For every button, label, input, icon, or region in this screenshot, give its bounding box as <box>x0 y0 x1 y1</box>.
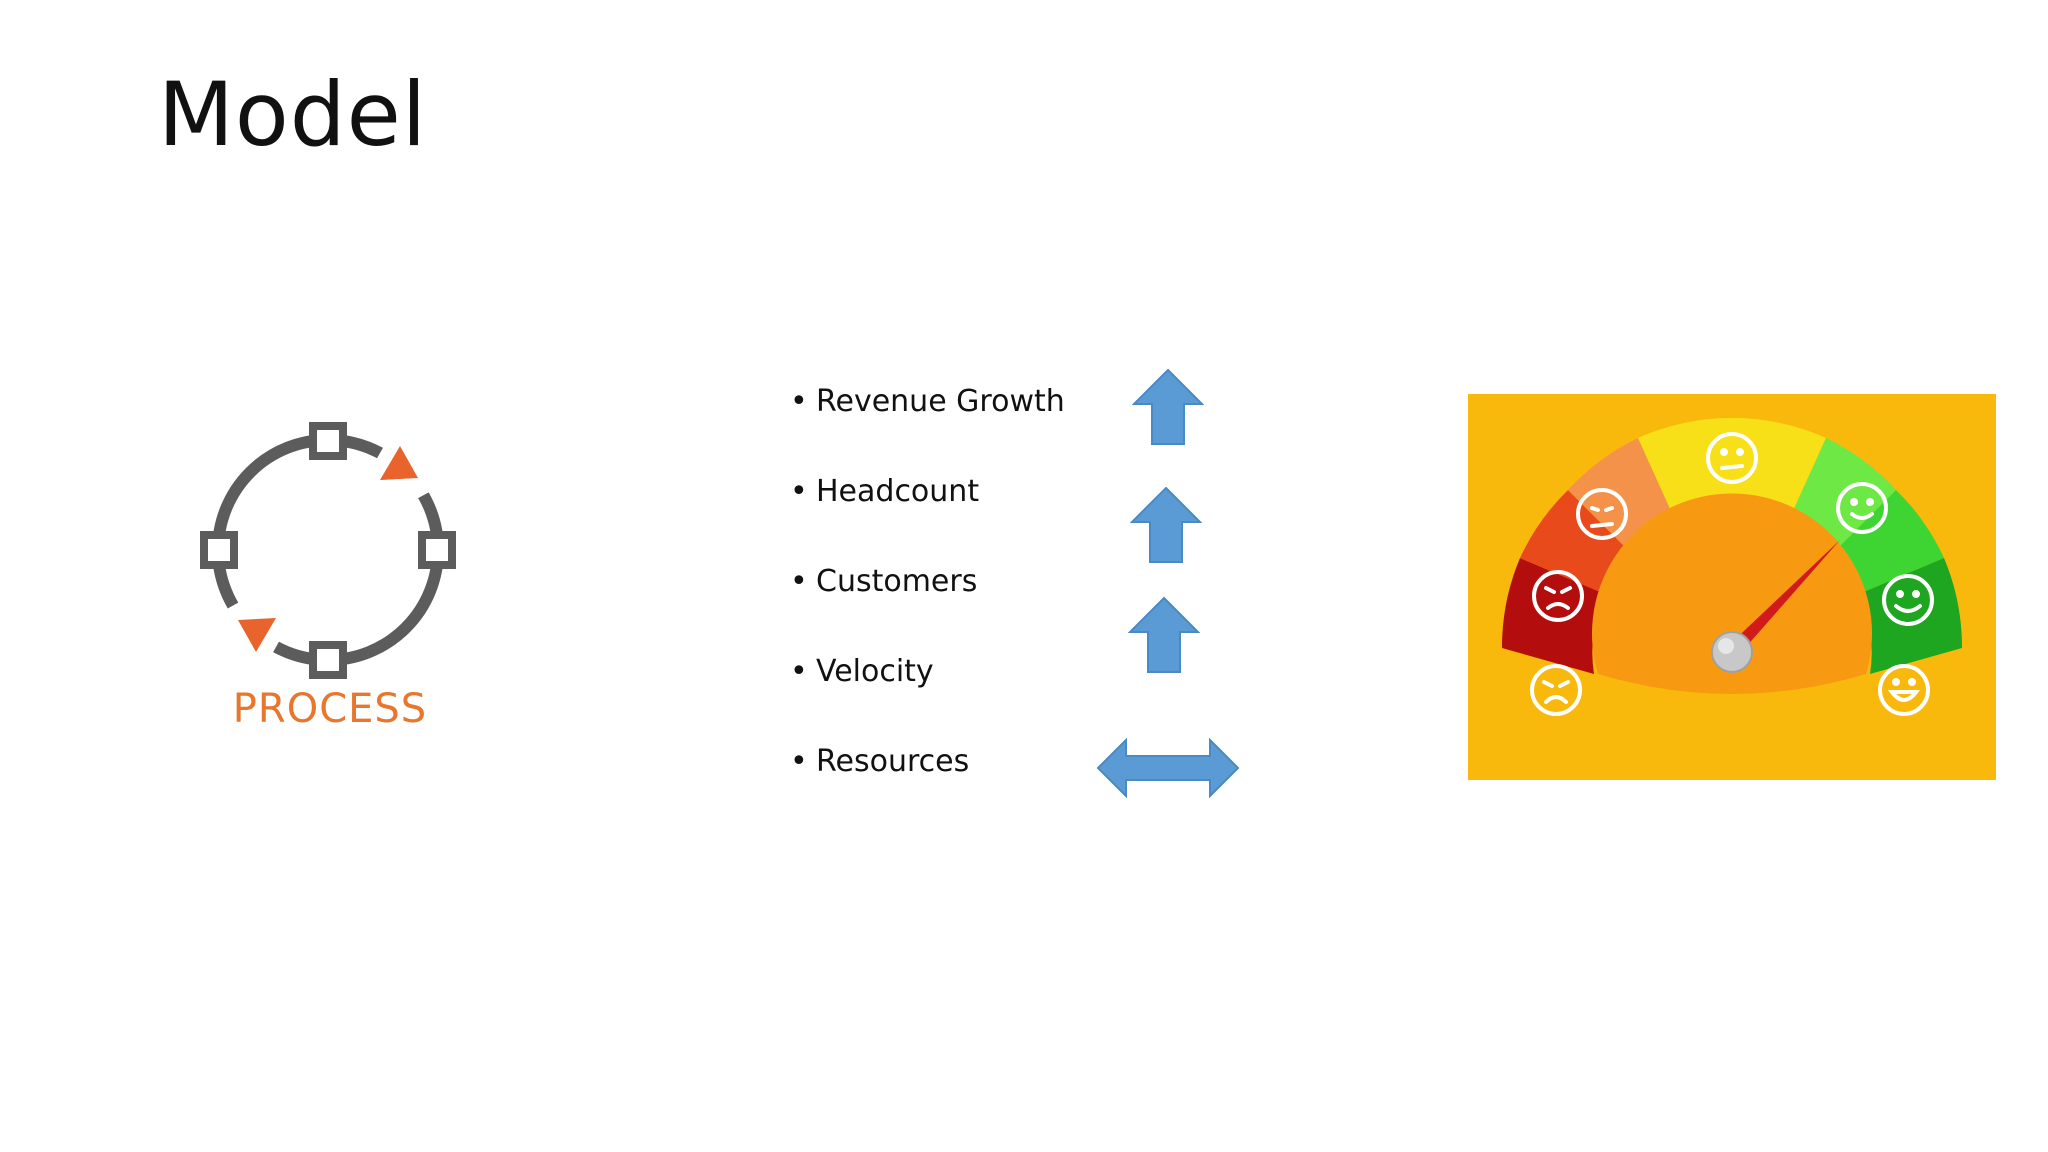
face-happy-icon <box>1882 574 1934 626</box>
gauge-needle <box>1711 540 1840 673</box>
face-very-happy-icon <box>1878 664 1930 716</box>
up-arrow-icon <box>1130 486 1202 563</box>
satisfaction-gauge-panel <box>1468 394 1996 780</box>
process-node <box>309 641 347 679</box>
face-neutral-icon <box>1706 432 1758 484</box>
satisfaction-gauge-icon <box>1501 417 1963 716</box>
metric-item-headcount: • Headcount <box>790 460 1065 550</box>
left-right-arrow-icon <box>1096 738 1240 798</box>
process-node <box>309 422 347 460</box>
metric-label: Revenue Growth <box>816 384 1065 419</box>
up-arrow-icon <box>1128 596 1200 673</box>
process-graphic: PROCESS <box>190 410 470 740</box>
slide-title: Model <box>158 63 428 166</box>
bullet-icon: • <box>790 564 808 599</box>
metric-item-revenue-growth: • Revenue Growth <box>790 370 1065 460</box>
metric-item-velocity: • Velocity <box>790 640 1065 730</box>
cycle-process-icon <box>200 422 456 679</box>
bullet-icon: • <box>790 474 808 509</box>
up-arrow-icon <box>1132 368 1204 445</box>
process-arrow-top <box>380 446 418 480</box>
process-arrow-bottom <box>238 618 276 652</box>
face-smile-icon <box>1836 482 1888 534</box>
face-mad-icon <box>1532 570 1584 622</box>
bullet-icon: • <box>790 744 808 779</box>
bullet-icon: • <box>790 654 808 689</box>
metric-item-resources: • Resources <box>790 730 1065 820</box>
bullet-icon: • <box>790 384 808 419</box>
face-angry-icon <box>1530 664 1582 716</box>
metric-label: Velocity <box>816 654 934 689</box>
metric-item-customers: • Customers <box>790 550 1065 640</box>
process-node <box>200 531 238 569</box>
gauge-segments <box>1501 417 1963 674</box>
metric-label: Headcount <box>816 474 980 509</box>
metric-label: Resources <box>816 744 970 779</box>
gauge-dial <box>1592 493 1872 694</box>
process-label: PROCESS <box>232 686 428 732</box>
face-annoyed-icon <box>1576 488 1628 540</box>
metric-label: Customers <box>816 564 978 599</box>
metric-list: • Revenue Growth • Headcount • Customers… <box>790 370 1065 820</box>
process-node <box>418 531 456 569</box>
